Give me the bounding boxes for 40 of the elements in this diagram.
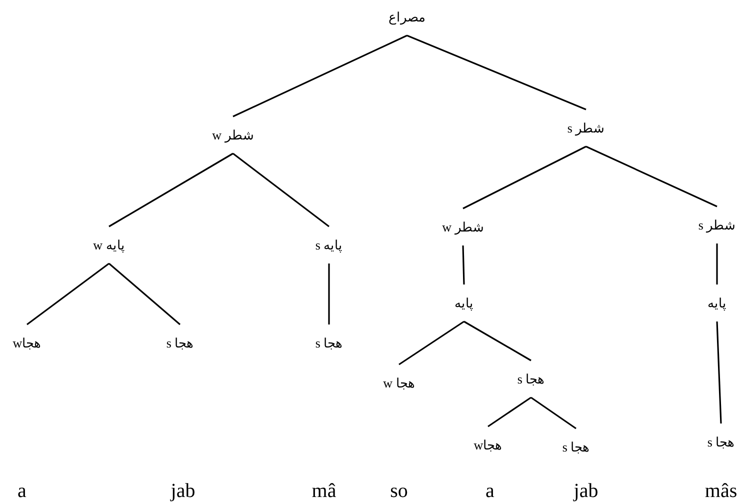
tree-label: پایه: [706, 284, 728, 322]
syllable-text: a: [18, 480, 26, 502]
branch-line: [464, 320, 532, 362]
tree-label: هجا w: [381, 364, 417, 402]
syllable-text: mâ: [312, 480, 336, 502]
tree-label: هجا s: [705, 424, 737, 460]
tree-label: شطر w: [210, 116, 256, 154]
syllable-text: jab: [170, 480, 196, 502]
branch-line: [26, 262, 110, 326]
tree-label: پایه w: [91, 226, 127, 264]
branch-line: [398, 320, 464, 366]
branch-line: [716, 244, 718, 284]
branch-line: [462, 146, 586, 210]
branch-line: [406, 34, 586, 110]
branch-line: [462, 245, 465, 285]
tree-label: هجا s: [515, 360, 547, 398]
branch-line: [488, 396, 532, 428]
branch-line: [530, 396, 576, 430]
branch-line: [232, 34, 408, 118]
tree-label: هجا s: [313, 324, 345, 362]
branch-line: [232, 152, 330, 228]
branch-line: [108, 262, 181, 326]
tree-label: هجاw: [10, 324, 44, 362]
tree-label: پایه s: [313, 226, 345, 264]
syllable-text: a: [486, 480, 494, 502]
syllable-text: mâs: [704, 480, 738, 502]
tree-label: هجا s: [164, 324, 196, 362]
syllable-text: so: [390, 480, 408, 502]
branch-line: [716, 321, 722, 424]
branch-line: [328, 264, 330, 324]
tree-label: هجاw: [472, 426, 504, 464]
tree-label: هجا s: [560, 428, 592, 466]
tree-label: مصراع: [386, 0, 428, 36]
tree-label: شطر s: [565, 110, 607, 146]
tree-label: پایه: [452, 284, 476, 322]
tree-label: شطر s: [696, 206, 738, 244]
branch-line: [108, 152, 234, 228]
tree-label: شطر w: [440, 208, 486, 246]
syllable-text: jab: [574, 480, 598, 502]
branch-line: [586, 146, 718, 208]
